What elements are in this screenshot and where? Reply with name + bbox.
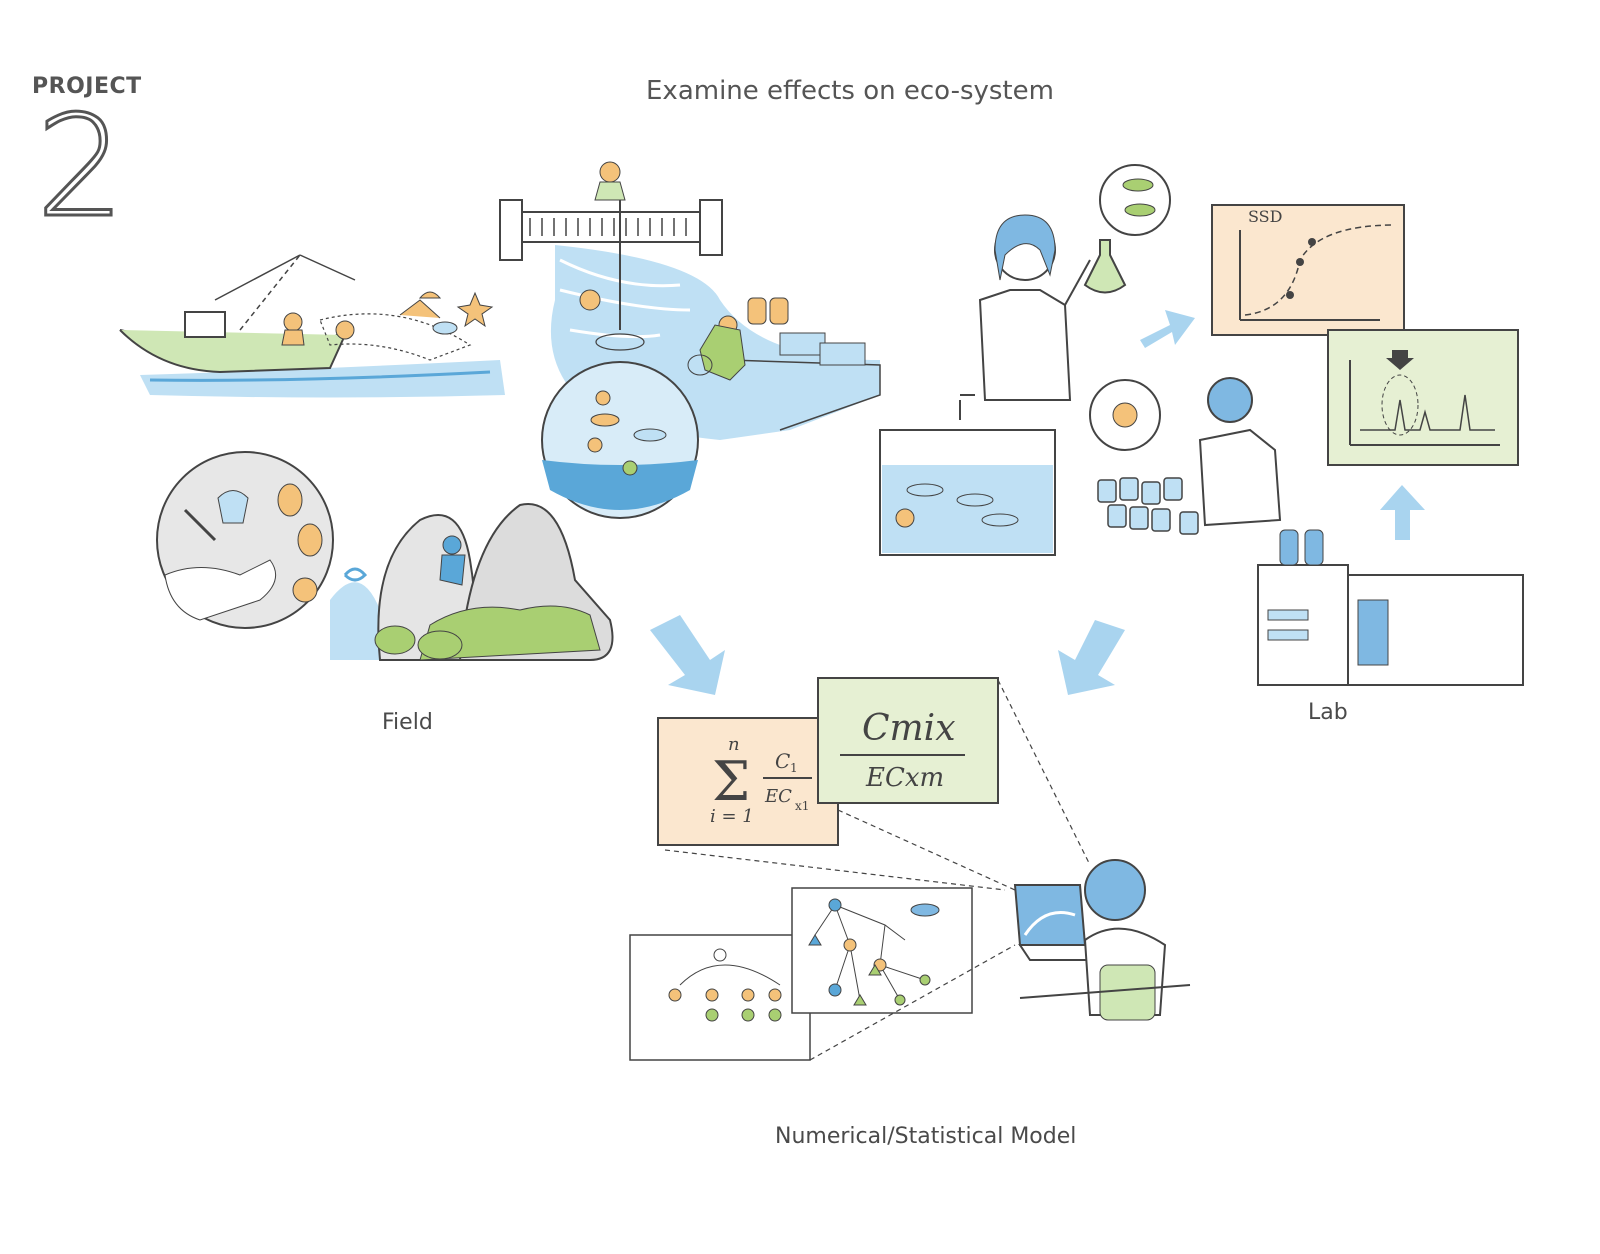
arrow-lab-to-ssd-icon bbox=[1140, 310, 1195, 348]
formula-sum-top: n bbox=[728, 734, 740, 755]
arrow-field-to-model-icon bbox=[650, 615, 725, 695]
formula-mix-denominator: ECxm bbox=[865, 763, 944, 793]
project-label: PROJECT bbox=[32, 74, 142, 99]
section-label-lab: Lab bbox=[1308, 700, 1348, 725]
fishing-boat-icon bbox=[119, 254, 505, 398]
dashed-connectors bbox=[664, 679, 1091, 1061]
arrow-lab-to-model-icon bbox=[1058, 620, 1125, 695]
formula-denominator-sub: x1 bbox=[795, 799, 809, 813]
formula-sum-panel: n Σ i = 1 C 1 EC x1 bbox=[657, 717, 839, 846]
lab-technician-icon bbox=[1089, 377, 1282, 535]
ssd-chart-panel: SSD bbox=[1211, 204, 1405, 336]
section-label-model: Numerical/Statistical Model bbox=[775, 1124, 1077, 1149]
network-graph-icon bbox=[629, 887, 973, 1061]
formula-mix-panel: Cmix ECxm bbox=[817, 677, 999, 804]
formula-denominator: EC bbox=[764, 786, 792, 807]
ssd-title: SSD bbox=[1248, 207, 1282, 226]
bridge-icon bbox=[499, 161, 866, 381]
formula-numerator: C bbox=[775, 749, 790, 773]
sigma-symbol: Σ bbox=[712, 750, 750, 813]
chromatogram-panel bbox=[1327, 329, 1519, 466]
section-label-field: Field bbox=[382, 710, 433, 735]
underwater-view-icon bbox=[541, 361, 699, 519]
aquarium-icon bbox=[879, 394, 1056, 556]
formula-mix-numerator: Cmix bbox=[862, 708, 956, 749]
formula-numerator-sub: 1 bbox=[790, 761, 798, 775]
lc-ms-instrument-icon bbox=[1257, 529, 1524, 686]
arrow-instrument-to-chromatogram-icon bbox=[1380, 485, 1425, 540]
project-number: 2 bbox=[34, 86, 126, 249]
laptop-icon bbox=[1013, 859, 1191, 1021]
shore-rocks-icon bbox=[156, 451, 614, 661]
formula-sum-bottom: i = 1 bbox=[710, 806, 754, 827]
page-title: Examine effects on eco-system bbox=[646, 76, 1054, 106]
scientist-icon bbox=[978, 164, 1171, 401]
